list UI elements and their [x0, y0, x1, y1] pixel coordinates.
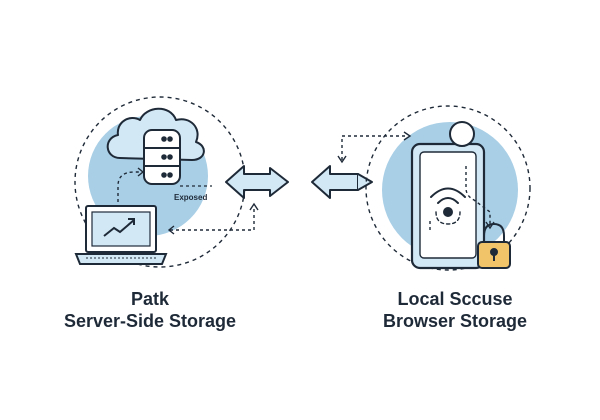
right-title-line2: Browser Storage — [382, 311, 528, 331]
exposed-label: Exposed — [174, 193, 207, 202]
smartphone-icon — [410, 142, 486, 270]
arrow-left-block — [225, 165, 289, 199]
arrow-right-block — [311, 165, 359, 199]
server-side-storage-caption: Patk Server-Side Storage — [40, 288, 260, 332]
database-icon — [143, 129, 181, 185]
laptop-icon — [74, 205, 168, 265]
trend-chart-icon — [103, 218, 135, 237]
wireless-signal-icon — [430, 187, 466, 225]
screen-flow-arrow — [465, 166, 491, 226]
browser-storage-caption: Local Sccuse Browser Storage — [340, 288, 570, 332]
user-avatar-icon — [449, 121, 475, 147]
padlock-icon — [477, 222, 511, 269]
left-title-line1: Patk — [130, 289, 170, 309]
right-title-line1: Local Sccuse — [397, 289, 513, 309]
left-panel: Exposed — [74, 96, 259, 268]
left-title-line2: Server-Side Storage — [63, 311, 237, 331]
right-dashed-ring — [365, 105, 531, 271]
return-flow-arrow — [170, 206, 255, 231]
sync-flow-arrow — [341, 135, 408, 160]
right-panel — [337, 105, 531, 271]
bidirectional-arrow-icon — [225, 165, 373, 199]
